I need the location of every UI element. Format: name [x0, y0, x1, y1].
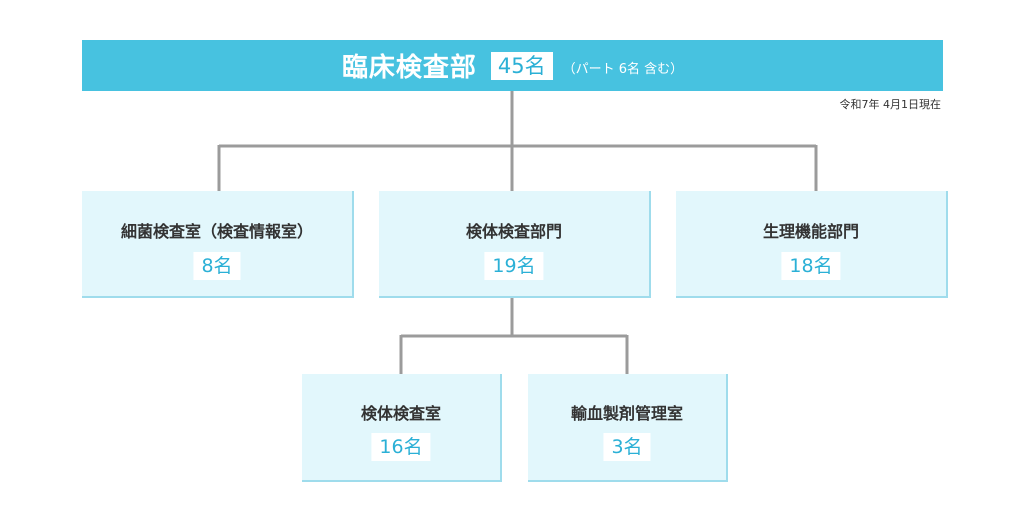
dept-box-physiology: 生理機能部門 18名	[676, 191, 948, 298]
dept-count: 18名	[781, 252, 841, 280]
section-box-blood-transfusion: 輸血製剤管理室 3名	[528, 374, 728, 482]
org-total-count: 45名	[490, 51, 553, 80]
org-title: 臨床検査部	[341, 53, 477, 83]
section-count: 3名	[603, 433, 651, 461]
dept-box-bacteriology: 細菌検査室（検査情報室） 8名	[82, 191, 354, 298]
org-count-note: （パート 6名 含む）	[562, 62, 684, 77]
section-name: 輸血製剤管理室	[570, 404, 683, 423]
as-of-date: 令和7年 4月1日現在	[839, 98, 942, 111]
dept-count: 8名	[193, 252, 241, 280]
dept-box-specimen-testing: 検体検査部門 19名	[379, 191, 651, 298]
section-name: 検体検査室	[360, 404, 441, 423]
dept-count: 19名	[484, 252, 544, 280]
org-header: 臨床検査部 45名 （パート 6名 含む）	[82, 40, 943, 91]
dept-name: 細菌検査室（検査情報室）	[120, 222, 313, 241]
section-box-specimen-lab: 検体検査室 16名	[302, 374, 502, 482]
dept-name: 生理機能部門	[762, 222, 859, 241]
dept-name: 検体検査部門	[465, 222, 562, 241]
section-count: 16名	[371, 433, 431, 461]
